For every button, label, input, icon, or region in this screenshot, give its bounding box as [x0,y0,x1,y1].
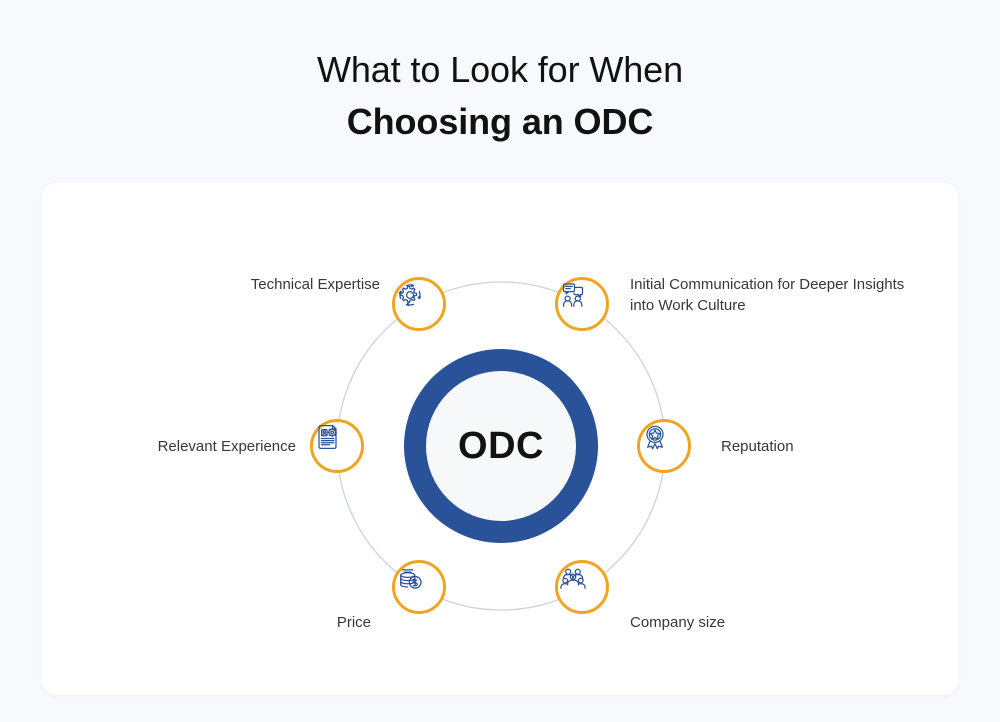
node-label-relevant-experience: Relevant Experience [157,438,296,455]
center-hub-inner: ODC [426,371,576,521]
page-title-line-1: What to Look for When [316,49,684,90]
node-label-company-size: Company size [630,614,726,631]
node-initial-communication[interactable] [555,277,609,331]
node-label-technical-expertise: Technical Expertise [250,276,380,293]
page-title: What to Look for When Choosing an ODC [0,44,1000,148]
center-hub: ODC [404,349,598,543]
node-technical-expertise[interactable] [392,277,446,331]
node-label-reputation: Reputation [721,438,794,455]
node-relevant-experience[interactable] [310,419,364,473]
node-company-size[interactable] [555,560,609,614]
node-reputation[interactable] [637,419,691,473]
node-label-initial-communication: Initial Communication for Deeper Insight… [630,276,905,314]
page-title-line-2: Choosing an ODC [346,101,654,142]
node-label-price: Price [336,614,371,631]
node-price[interactable] [392,560,446,614]
center-hub-label: ODC [458,424,544,467]
